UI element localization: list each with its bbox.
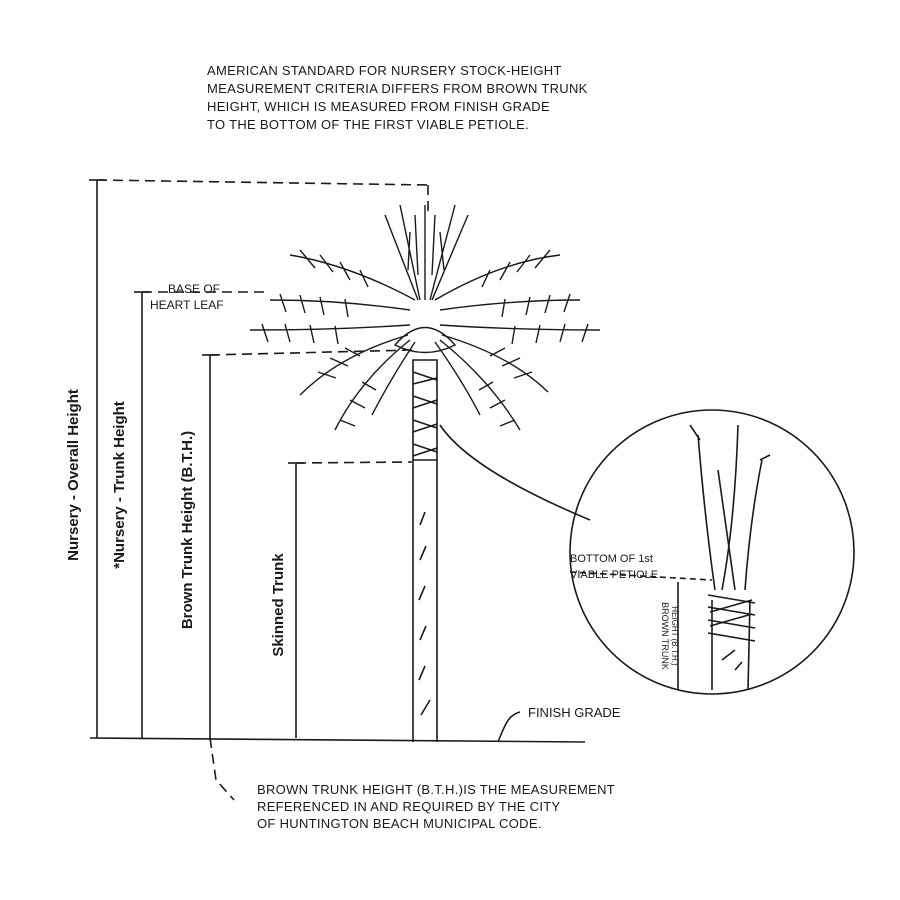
overall-height-label: Nursery - Overall Height [65, 389, 82, 561]
skinned-trunk-label: Skinned Trunk [270, 553, 287, 657]
palm-tree [249, 204, 601, 742]
dimension-skinned: Skinned Trunk [270, 461, 413, 738]
detail-magnifier: BOTTOM OF 1st VIABLE PETIOLE BROWN TRUNK… [569, 409, 855, 695]
finish-grade: FINISH GRADE [89, 705, 621, 743]
detail-bth-line-1: BROWN TRUNK [660, 602, 670, 670]
top-note-line-3: HEIGHT, WHICH IS MEASURED FROM FINISH GR… [207, 99, 550, 114]
top-note-line-4: TO THE BOTTOM OF THE FIRST VIABLE PETIOL… [207, 117, 529, 132]
bth-leader-line [209, 737, 235, 801]
top-note-line-2: MEASUREMENT CRITERIA DIFFERS FROM BROWN … [207, 81, 588, 96]
bottom-note-line-3: OF HUNTINGTON BEACH MUNICIPAL CODE. [257, 816, 542, 831]
top-note-line-1: AMERICAN STANDARD FOR NURSERY STOCK-HEIG… [207, 63, 562, 78]
bth-label: Brown Trunk Height (B.T.H.) [179, 431, 196, 629]
heart-leaf-line-2: HEART LEAF [150, 298, 224, 312]
heart-leaf-line-1: BASE OF [168, 282, 220, 296]
petiole-label-line-2: VIABLE PETIOLE [570, 569, 658, 581]
detail-bth-line-2: HEIGHT (B.T.H.) [670, 606, 679, 666]
bottom-note: BROWN TRUNK HEIGHT (B.T.H.)IS THE MEASUR… [257, 782, 615, 831]
top-note: AMERICAN STANDARD FOR NURSERY STOCK-HEIG… [207, 63, 588, 132]
dimension-overall: Nursery - Overall Height [65, 179, 429, 738]
trunk-height-label: *Nursery - Trunk Height [111, 401, 128, 569]
finish-grade-label: FINISH GRADE [528, 705, 621, 720]
bottom-note-line-1: BROWN TRUNK HEIGHT (B.T.H.)IS THE MEASUR… [257, 782, 615, 797]
detail-connector [439, 424, 591, 521]
petiole-label-line-1: BOTTOM OF 1st [570, 553, 653, 565]
bottom-note-line-2: REFERENCED IN AND REQUIRED BY THE CITY [257, 799, 560, 814]
heart-leaf-label: BASE OF HEART LEAF [150, 282, 224, 312]
dimension-trunk: *Nursery - Trunk Height [111, 291, 270, 738]
dimension-bth: Brown Trunk Height (B.T.H.) [179, 349, 413, 738]
